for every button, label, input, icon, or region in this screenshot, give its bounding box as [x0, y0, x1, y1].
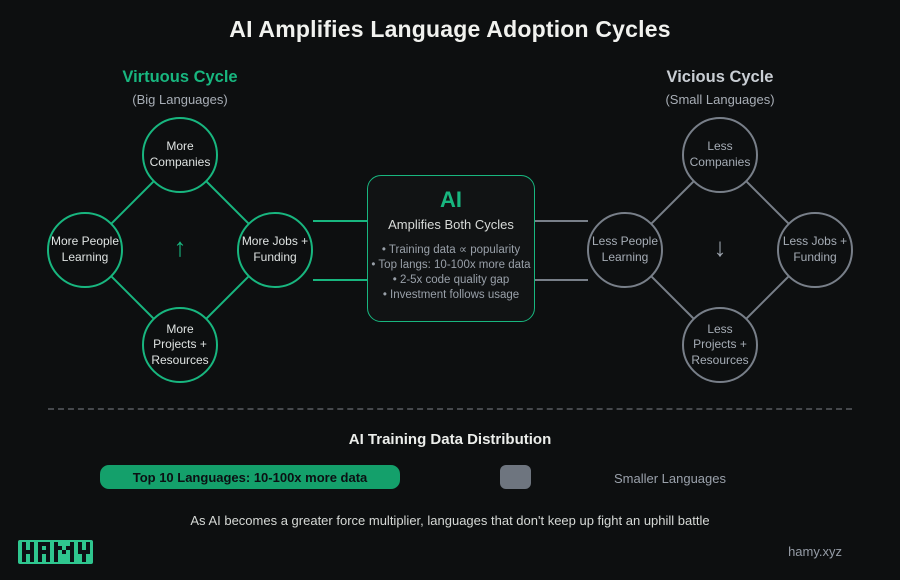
node-label: Less Companies	[689, 139, 751, 169]
down-arrow-icon: ↓	[713, 231, 727, 262]
top-languages-bar-label: Top 10 Languages: 10-100x more data	[132, 469, 368, 485]
node-label: More Jobs + Funding	[241, 234, 309, 264]
node-label: More Projects + Resources	[151, 321, 209, 367]
site-url: hamy.xyz	[788, 544, 842, 559]
node-more-projects-resources: More Projects + Resources	[142, 307, 218, 383]
virtuous-cycle-title: Virtuous Cycle	[122, 68, 238, 86]
node-label: Less Jobs + Funding	[782, 234, 848, 264]
node-label: More Companies	[149, 139, 211, 169]
node-more-jobs-funding: More Jobs + Funding	[237, 212, 313, 288]
page-title: AI Amplifies Language Adoption Cycles	[229, 16, 671, 42]
smaller-languages-label: Smaller Languages	[613, 471, 727, 486]
node-less-companies: Less Companies	[682, 117, 758, 193]
hamy-logo-letters	[22, 542, 90, 562]
footnote: As AI becomes a greater force multiplier…	[190, 513, 710, 528]
dashed-divider	[48, 408, 852, 410]
virtuous-cycle-subtitle: (Big Languages)	[132, 92, 228, 107]
ai-box: AI Amplifies Both Cycles • Training data…	[367, 175, 535, 322]
ai-box-subtitle: Amplifies Both Cycles	[388, 217, 514, 232]
hamy-logo	[18, 540, 93, 564]
smaller-languages-bar	[500, 465, 531, 489]
virtuous-cycle-header: Virtuous Cycle (Big Languages)	[60, 68, 300, 107]
node-less-jobs-funding: Less Jobs + Funding	[777, 212, 853, 288]
node-label: Less People Learning	[591, 234, 659, 264]
ai-bullet: • Top langs: 10-100x more data	[371, 259, 531, 271]
up-arrow-icon: ↑	[173, 231, 187, 262]
ai-bullet: • Training data ∝ popularity	[381, 244, 521, 256]
distribution-title: AI Training Data Distribution	[348, 431, 552, 448]
node-less-people-learning: Less People Learning	[587, 212, 663, 288]
ai-box-bullet-list: • Training data ∝ popularity • Top langs…	[368, 243, 534, 303]
node-label: Less Projects + Resources	[691, 321, 749, 367]
node-more-companies: More Companies	[142, 117, 218, 193]
ai-box-title: AI	[440, 187, 462, 212]
vicious-cycle-header: Vicious Cycle (Small Languages)	[600, 68, 840, 107]
ai-bullet: • Investment follows usage	[382, 289, 520, 301]
ai-bullet: • 2-5x code quality gap	[392, 274, 510, 286]
vicious-cycle-subtitle: (Small Languages)	[665, 92, 775, 107]
node-less-projects-resources: Less Projects + Resources	[682, 307, 758, 383]
node-more-people-learning: More People Learning	[47, 212, 123, 288]
node-label: More People Learning	[50, 234, 120, 264]
top-languages-bar: Top 10 Languages: 10-100x more data	[100, 465, 400, 489]
vicious-cycle-title: Vicious Cycle	[666, 68, 774, 86]
